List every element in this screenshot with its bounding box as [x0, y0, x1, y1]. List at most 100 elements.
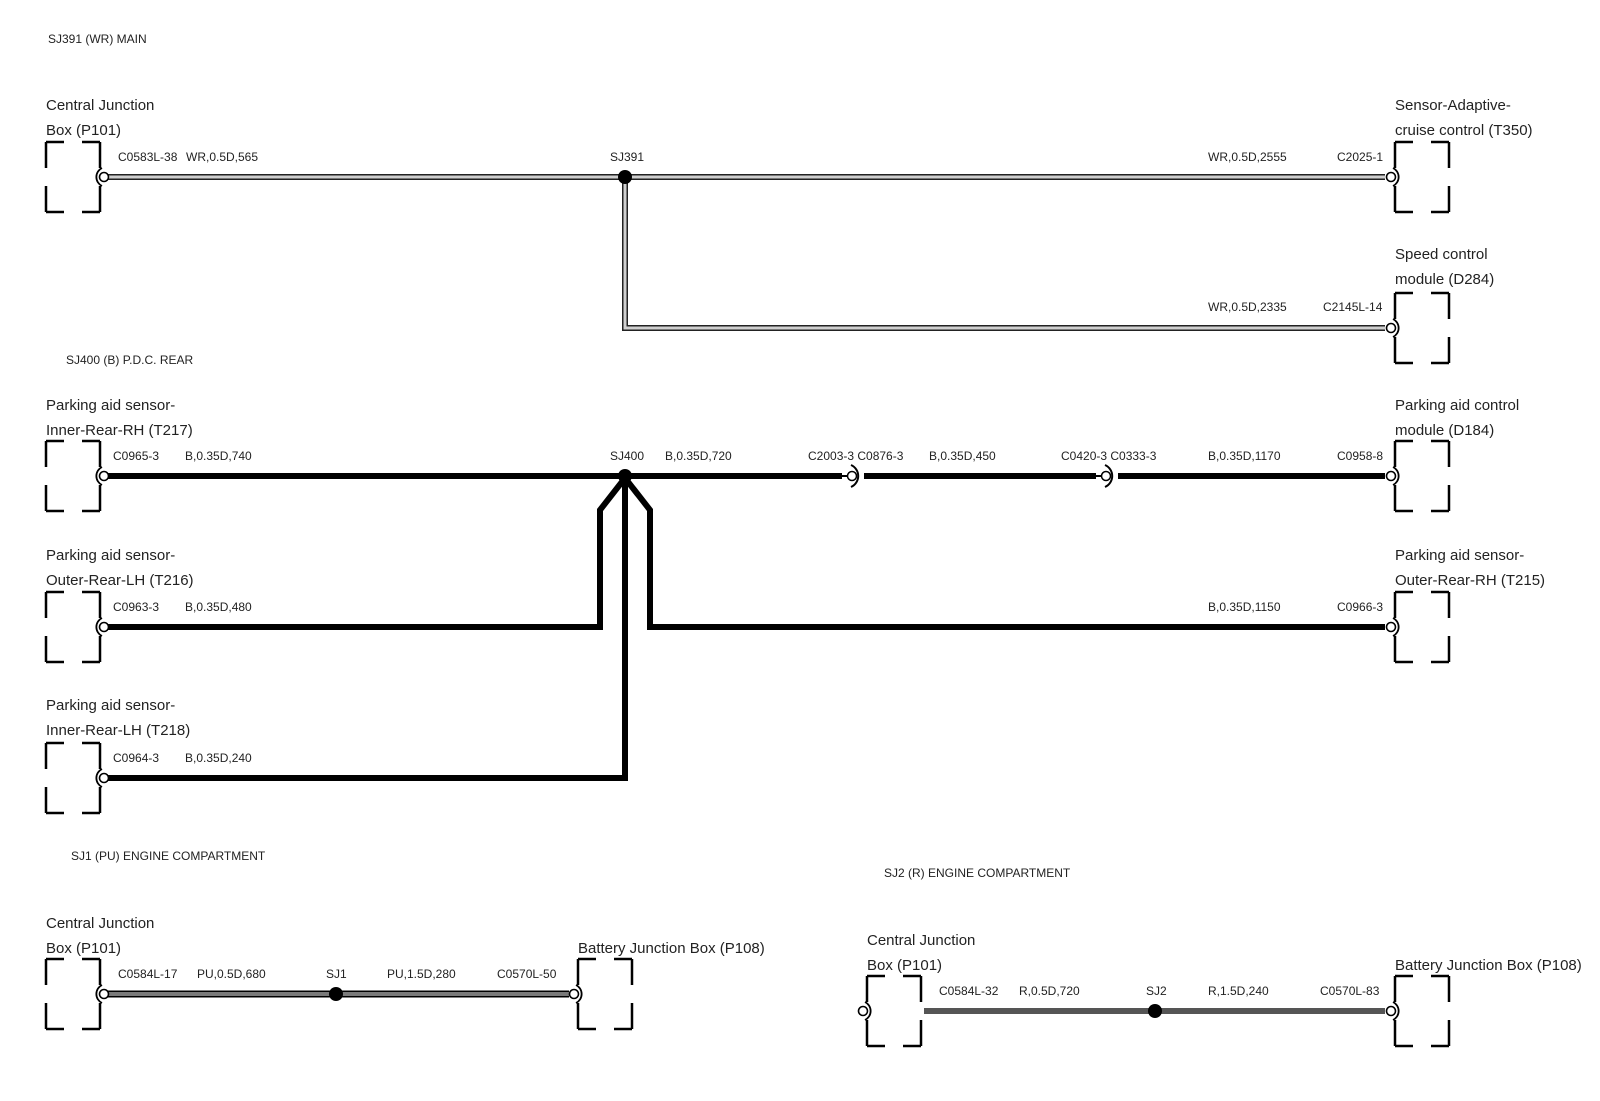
connector-pin-arc — [95, 167, 103, 187]
connector-cjb2 — [44, 957, 110, 1031]
connector-cjb3 — [857, 974, 923, 1048]
connector-pin — [1385, 1005, 1397, 1017]
connector-pin-arc — [1392, 1001, 1400, 1021]
connector-outline — [44, 957, 102, 1031]
connector-t217 — [44, 439, 110, 513]
connector-pin-arc — [1392, 466, 1400, 486]
connector-pin-arc — [95, 466, 103, 486]
connector-code-c2145: C2145L-14 — [1323, 300, 1383, 314]
splice-label-sj400: SJ400 — [610, 449, 644, 463]
connector-outline — [1393, 590, 1451, 664]
wire-spec-label: B,0.35D,480 — [185, 600, 252, 614]
connector-bjb3 — [1385, 974, 1451, 1048]
connector-pin — [98, 772, 110, 784]
section-title-sj1: SJ1 (PU) ENGINE COMPARTMENT — [71, 849, 266, 863]
wire-spec-label: PU,0.5D,680 — [197, 967, 266, 981]
connector-pin-arc — [864, 1001, 872, 1021]
splice-label-sj391: SJ391 — [610, 150, 644, 164]
connector-pin-arc — [1392, 167, 1400, 187]
component-label-bjb3: Battery Junction Box (P108) — [1395, 957, 1582, 974]
connector-outline — [1393, 291, 1451, 365]
connector-d284 — [1385, 291, 1451, 365]
connector-code-c0964: C0964-3 — [113, 751, 159, 765]
connector-pin — [98, 988, 110, 1000]
connector-bjb2 — [568, 957, 634, 1031]
inline-connector-c2003 — [842, 464, 860, 488]
component-label-bjb2: Battery Junction Box (P108) — [578, 940, 765, 957]
connector-code-c0570b: C0570L-83 — [1320, 984, 1380, 998]
connector-code-c2003: C2003-3 C0876-3 — [808, 449, 904, 463]
connector-pin-arc — [95, 617, 103, 637]
wire-b-pdc — [103, 473, 1385, 781]
connector-pin-arc — [1392, 617, 1400, 637]
connector-outline — [1393, 974, 1451, 1048]
connector-pin — [1385, 621, 1397, 633]
connector-code-c0584b: C0584L-32 — [939, 984, 999, 998]
wire-spec-label: WR,0.5D,565 — [186, 150, 258, 164]
wire-spec-label: WR,0.5D,2335 — [1208, 300, 1287, 314]
connector-outline — [44, 590, 102, 664]
connector-code-c0966: C0966-3 — [1337, 600, 1383, 614]
connector-pin-arc — [575, 984, 583, 1004]
component-label-t216: Parking aid sensor-Outer-Rear-LH (T216) — [46, 547, 194, 589]
connector-pin-arc — [95, 768, 103, 788]
connector-outline — [1393, 140, 1451, 214]
section-title-sj391: SJ391 (WR) MAIN — [48, 32, 147, 46]
wire-spec-label: B,0.35D,240 — [185, 751, 252, 765]
connector-t350 — [1385, 140, 1451, 214]
connector-outline — [1393, 439, 1451, 513]
inline-connector-c0420 — [1096, 464, 1114, 488]
component-label-t215: Parking aid sensor-Outer-Rear-RH (T215) — [1395, 547, 1545, 589]
connector-code-c0584a: C0584L-17 — [118, 967, 178, 981]
connector-code-c2025: C2025-1 — [1337, 150, 1383, 164]
splice-label-sj1: SJ1 — [326, 967, 347, 981]
splice-sj1 — [329, 987, 343, 1001]
connector-outline — [865, 974, 923, 1048]
splice-label-sj2: SJ2 — [1146, 984, 1167, 998]
wire-spec-label: B,0.35D,740 — [185, 449, 252, 463]
wire-spec-label: PU,1.5D,280 — [387, 967, 456, 981]
component-label-t217: Parking aid sensor-Inner-Rear-RH (T217) — [46, 397, 193, 439]
connector-code-c0583: C0583L-38 — [118, 150, 178, 164]
connector-outline — [576, 957, 634, 1031]
component-label-t218: Parking aid sensor-Inner-Rear-LH (T218) — [46, 697, 190, 739]
connector-code-c0963: C0963-3 — [113, 600, 159, 614]
splice-sj391 — [618, 170, 632, 184]
connector-pin — [1385, 470, 1397, 482]
wire-spec-label: R,1.5D,240 — [1208, 984, 1269, 998]
connector-pin — [568, 988, 580, 1000]
wire-spec-label: B,0.35D,720 — [665, 449, 732, 463]
connector-pin — [857, 1005, 869, 1017]
wire-spec-label: WR,0.5D,2555 — [1208, 150, 1287, 164]
connector-d184 — [1385, 439, 1451, 513]
connector-pin — [98, 621, 110, 633]
connector-outline — [44, 741, 102, 815]
connector-pin — [1385, 171, 1397, 183]
connector-code-c0570a: C0570L-50 — [497, 967, 557, 981]
connector-cjb1 — [44, 140, 110, 214]
connector-code-c0958: C0958-8 — [1337, 449, 1383, 463]
connector-outline — [44, 439, 102, 513]
connector-t218 — [44, 741, 110, 815]
connector-t216 — [44, 590, 110, 664]
connector-pin-arc — [1392, 318, 1400, 338]
splice-sj2 — [1148, 1004, 1162, 1018]
connector-pin-arc — [95, 984, 103, 1004]
connector-pin — [1385, 322, 1397, 334]
connector-outline — [44, 140, 102, 214]
connector-code-c0420: C0420-3 C0333-3 — [1061, 449, 1157, 463]
connector-pin — [98, 171, 110, 183]
connector-pin — [98, 470, 110, 482]
section-title-sj400: SJ400 (B) P.D.C. REAR — [66, 353, 193, 367]
wire-spec-label: B,0.35D,450 — [929, 449, 996, 463]
wire-wr-main — [103, 174, 1385, 331]
splice-sj400 — [618, 469, 632, 483]
connector-code-c0965: C0965-3 — [113, 449, 159, 463]
wire-spec-label: R,0.5D,720 — [1019, 984, 1080, 998]
connector-t215 — [1385, 590, 1451, 664]
